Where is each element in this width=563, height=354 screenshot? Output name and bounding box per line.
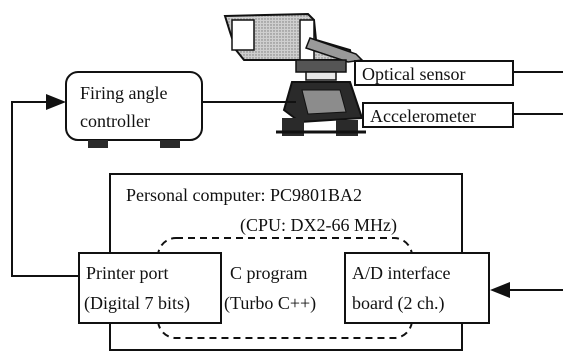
controller-box (65, 71, 203, 141)
accelerometer-box: Accelerometer (362, 102, 514, 128)
optical-sensor-label: Optical sensor (362, 64, 466, 84)
arrowhead-icon (46, 94, 66, 110)
controller-foot-right (160, 140, 180, 148)
c-program-label-line1: C program (230, 263, 308, 283)
arrowhead-icon (490, 282, 510, 298)
mechanical-rig-icon (223, 12, 366, 136)
ad-interface-box: A/D interface board (2 ch.) (344, 252, 490, 324)
controller-label-line2: controller (80, 111, 150, 131)
controller-label-line1: Firing angle (80, 83, 168, 103)
printer-port-box: Printer port (Digital 7 bits) (78, 252, 222, 324)
controller-foot-left (88, 140, 108, 148)
optical-sensor-box: Optical sensor (354, 60, 514, 86)
cpu-label: (CPU: DX2-66 MHz) (240, 215, 397, 235)
ad-interface-label-line2: board (2 ch.) (352, 293, 445, 313)
printer-to-controller-line (11, 101, 78, 277)
accelerometer-label: Accelerometer (370, 106, 476, 126)
ad-interface-label-line1: A/D interface (352, 263, 451, 283)
printer-port-label-line2: (Digital 7 bits) (84, 293, 190, 313)
printer-port-label-line1: Printer port (86, 263, 169, 283)
pc-title: Personal computer: PC9801BA2 (126, 185, 362, 205)
c-program-label-line2: (Turbo C++) (224, 293, 317, 313)
